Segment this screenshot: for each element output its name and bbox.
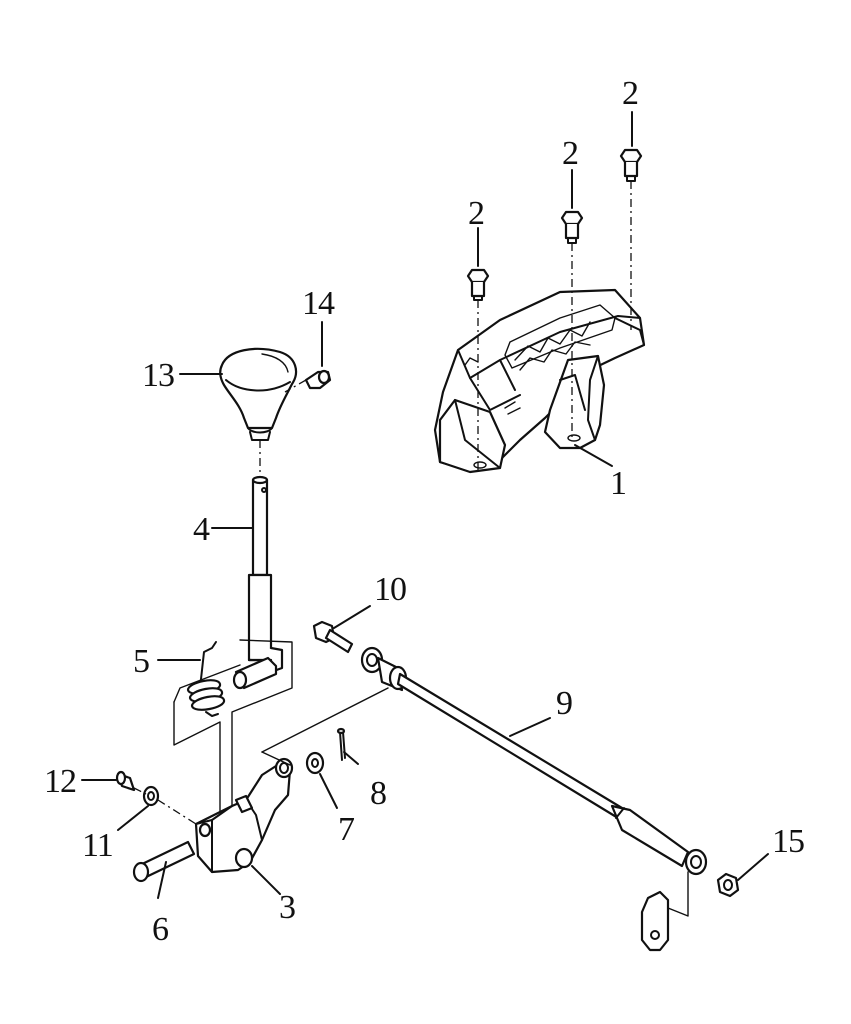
hex-bolt	[312, 620, 354, 654]
return-spring	[186, 641, 226, 717]
assembly-outline	[173, 701, 221, 813]
callout-13: 13	[142, 357, 174, 394]
rod-end-bracket	[640, 871, 689, 952]
center-line	[284, 379, 307, 393]
gate-cover-bolt	[560, 210, 584, 244]
screw	[115, 770, 136, 792]
callout-1: 1	[610, 465, 626, 502]
pivot-pin	[132, 840, 196, 883]
callout-2: 2	[468, 195, 484, 232]
shift-rod	[360, 646, 708, 876]
knob-set-screw	[304, 369, 332, 390]
assembly-outline	[261, 687, 389, 753]
flat-washer	[305, 751, 325, 775]
assembly-outline	[231, 639, 293, 811]
cotter-pin	[336, 727, 346, 761]
shift-lever	[232, 440, 284, 690]
shift-knob	[219, 347, 298, 441]
shift-gate-cover	[433, 288, 646, 474]
callout-10: 10	[374, 571, 406, 608]
gate-cover-bolt	[466, 268, 490, 301]
callout-12: 12	[44, 763, 76, 800]
assembly-outline	[173, 664, 241, 703]
assembly-outline	[261, 751, 291, 766]
callout-9: 9	[556, 685, 572, 722]
callout-14: 14	[302, 285, 335, 322]
flat-washer	[142, 785, 160, 807]
lever-bracket	[194, 757, 294, 874]
center-line	[157, 799, 197, 825]
callout-7: 7	[338, 811, 355, 848]
center-line	[133, 787, 147, 795]
hex-nut	[716, 872, 740, 898]
callout-4: 4	[193, 511, 210, 548]
callout-15: 15	[772, 823, 804, 860]
callout-8: 8	[370, 775, 386, 812]
callout-3: 3	[279, 889, 295, 926]
callout-2: 2	[622, 75, 638, 112]
callout-11: 11	[82, 827, 113, 864]
callout-5: 5	[133, 643, 149, 680]
callout-6: 6	[152, 911, 168, 948]
callout-2: 2	[562, 135, 578, 172]
leader-lines	[81, 111, 769, 899]
gate-cover-bolt	[619, 148, 643, 182]
